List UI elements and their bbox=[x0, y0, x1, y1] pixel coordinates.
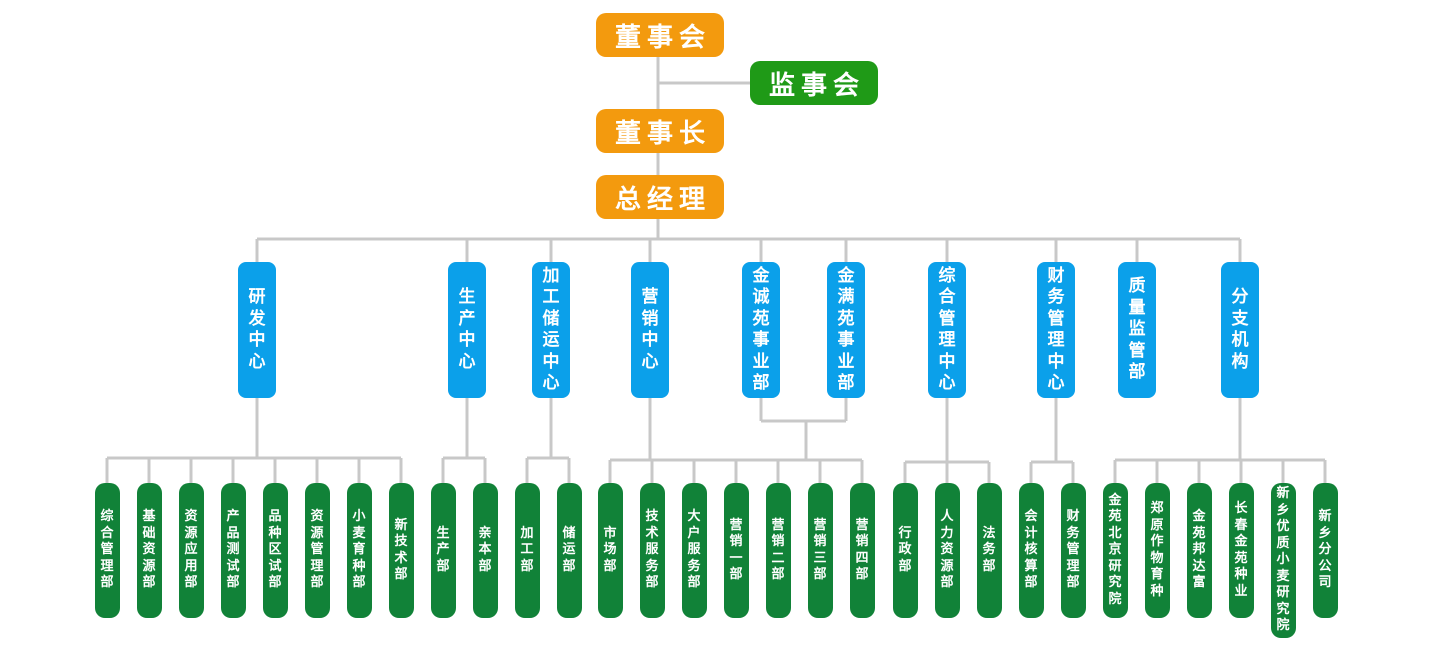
label-text: 基础资源部 bbox=[142, 509, 156, 591]
department-node: 产品测试部 bbox=[220, 483, 246, 618]
label-text: 金满苑事业部 bbox=[837, 265, 855, 394]
label-text: 会计核算部 bbox=[1024, 509, 1038, 591]
center-node: 分支机构 bbox=[1221, 262, 1259, 398]
department-node: 资源管理部 bbox=[304, 483, 330, 618]
department-node: 会计核算部 bbox=[1018, 483, 1044, 618]
department-node: 资源应用部 bbox=[178, 483, 204, 618]
label-text: 法务部 bbox=[982, 525, 996, 574]
department-node: 储运部 bbox=[556, 483, 582, 618]
label-text: 财务管理中心 bbox=[1047, 265, 1065, 394]
department-node: 金苑北京研究院 bbox=[1102, 483, 1128, 618]
label-text: 新技术部 bbox=[394, 517, 408, 583]
label-text: 财务管理部 bbox=[1066, 509, 1080, 591]
department-node: 营销三部 bbox=[807, 483, 833, 618]
department-node: 营销一部 bbox=[723, 483, 749, 618]
label-text: 人力资源部 bbox=[940, 509, 954, 591]
department-node: 加工部 bbox=[514, 483, 540, 618]
label-text: 生产中心 bbox=[458, 287, 476, 372]
department-node: 市场部 bbox=[597, 483, 623, 618]
label-text: 新乡优质小麦研究院 bbox=[1276, 486, 1290, 634]
department-node: 大户服务部 bbox=[681, 483, 707, 618]
board-of-supervisors: 监事会 bbox=[750, 61, 878, 105]
label-text: 储运部 bbox=[562, 525, 576, 574]
label-text: 新乡分公司 bbox=[1318, 509, 1332, 591]
center-node: 金满苑事业部 bbox=[827, 262, 865, 398]
label-text: 加工储运中心 bbox=[542, 265, 560, 394]
department-node: 小麦育种部 bbox=[346, 483, 372, 618]
department-node: 新技术部 bbox=[388, 483, 414, 618]
department-node: 财务管理部 bbox=[1060, 483, 1086, 618]
label-text: 生产部 bbox=[436, 525, 450, 574]
chairman-label: 董事长 bbox=[614, 118, 711, 149]
department-node: 基础资源部 bbox=[136, 483, 162, 618]
label-text: 研发中心 bbox=[248, 287, 266, 372]
department-node: 长春金苑种业 bbox=[1228, 483, 1254, 618]
label-text: 金诚苑事业部 bbox=[752, 265, 770, 394]
label-text: 营销四部 bbox=[855, 517, 869, 583]
label-text: 产品测试部 bbox=[226, 509, 240, 591]
label-text: 行政部 bbox=[898, 525, 912, 574]
department-node: 技术服务部 bbox=[639, 483, 665, 618]
general-manager: 总经理 bbox=[596, 175, 724, 219]
label-text: 小麦育种部 bbox=[352, 509, 366, 591]
center-node: 加工储运中心 bbox=[532, 262, 570, 398]
department-node: 金苑邦达富 bbox=[1186, 483, 1212, 618]
label-text: 品种区试部 bbox=[268, 509, 282, 591]
center-node: 研发中心 bbox=[238, 262, 276, 398]
department-node: 新乡分公司 bbox=[1312, 483, 1338, 618]
label-text: 综合管理部 bbox=[100, 509, 114, 591]
department-node: 营销四部 bbox=[849, 483, 875, 618]
label-text: 加工部 bbox=[520, 525, 534, 574]
department-node: 品种区试部 bbox=[262, 483, 288, 618]
label-text: 市场部 bbox=[603, 525, 617, 574]
label-text: 资源管理部 bbox=[310, 509, 324, 591]
department-node: 生产部 bbox=[430, 483, 456, 618]
label-text: 营销中心 bbox=[641, 287, 659, 372]
label-text: 质量监管部 bbox=[1128, 276, 1146, 383]
department-node: 人力资源部 bbox=[934, 483, 960, 618]
label-text: 分支机构 bbox=[1231, 287, 1249, 372]
department-node: 新乡优质小麦研究院 bbox=[1270, 483, 1296, 638]
center-node: 质量监管部 bbox=[1118, 262, 1156, 398]
label-text: 亲本部 bbox=[478, 525, 492, 574]
label-text: 营销三部 bbox=[813, 517, 827, 583]
center-node: 生产中心 bbox=[448, 262, 486, 398]
center-node: 营销中心 bbox=[631, 262, 669, 398]
department-node: 营销二部 bbox=[765, 483, 791, 618]
label-text: 郑原作物育种 bbox=[1150, 501, 1164, 599]
department-node: 法务部 bbox=[976, 483, 1002, 618]
chairman: 董事长 bbox=[596, 109, 724, 153]
label-text: 金苑北京研究院 bbox=[1108, 492, 1122, 607]
department-node: 行政部 bbox=[892, 483, 918, 618]
label-text: 金苑邦达富 bbox=[1192, 509, 1206, 591]
gm-label: 总经理 bbox=[614, 184, 711, 215]
supervisors-label: 监事会 bbox=[768, 70, 865, 101]
label-text: 资源应用部 bbox=[184, 509, 198, 591]
department-node: 亲本部 bbox=[472, 483, 498, 618]
department-node: 郑原作物育种 bbox=[1144, 483, 1170, 618]
department-node: 综合管理部 bbox=[94, 483, 120, 618]
label-text: 营销二部 bbox=[771, 517, 785, 583]
label-text: 长春金苑种业 bbox=[1234, 501, 1248, 599]
label-text: 大户服务部 bbox=[687, 509, 701, 591]
board-of-directors: 董事会 bbox=[596, 13, 724, 57]
label-text: 营销一部 bbox=[729, 517, 743, 583]
label-text: 综合管理中心 bbox=[938, 265, 956, 394]
center-node: 财务管理中心 bbox=[1037, 262, 1075, 398]
center-node: 金诚苑事业部 bbox=[742, 262, 780, 398]
label-text: 技术服务部 bbox=[645, 509, 659, 591]
center-node: 综合管理中心 bbox=[928, 262, 966, 398]
board-label: 董事会 bbox=[614, 22, 711, 53]
